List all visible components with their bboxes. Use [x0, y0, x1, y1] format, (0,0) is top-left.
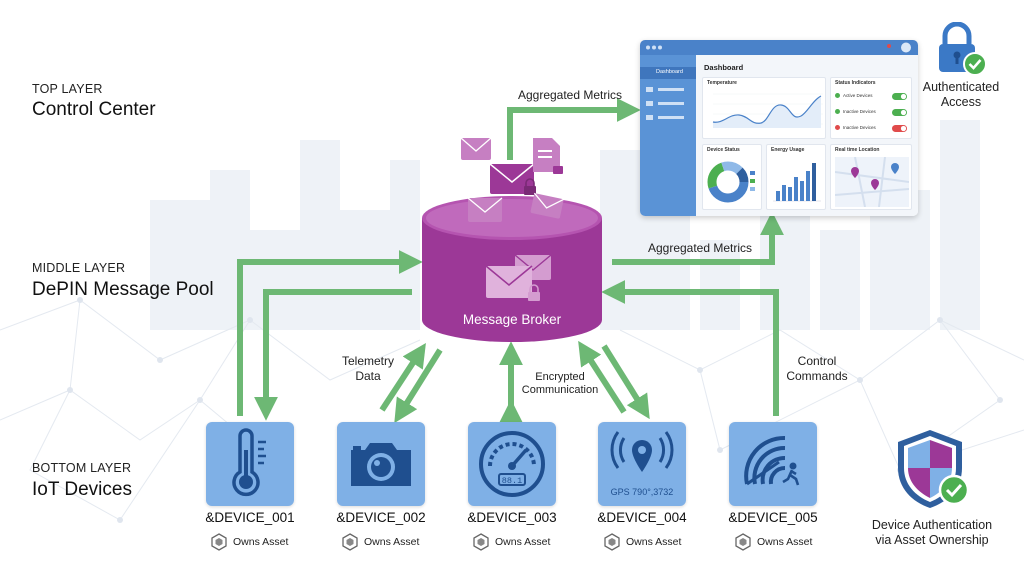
temperature-panel[interactable]: Temperature — [702, 77, 826, 139]
sidebar-item-dashboard-label: Dashboard — [656, 69, 683, 75]
arrow-device4-down — [601, 344, 650, 420]
middle-layer-tag: MIDDLE LAYER — [32, 261, 126, 275]
device-005-name: &DEVICE_005 — [728, 510, 818, 525]
dashboard-title: Dashboard — [704, 63, 744, 72]
floating-messages-icon — [460, 137, 565, 222]
status-indicators-title: Status Indicators — [835, 80, 876, 86]
device-001-tile[interactable] — [206, 422, 294, 506]
device-001-owns-asset: Owns Asset — [210, 533, 288, 551]
arrow-device4-up — [578, 340, 627, 414]
device-status-donut — [707, 161, 755, 203]
location-title: Real time Location — [835, 147, 880, 153]
energy-usage-title: Energy Usage — [771, 147, 805, 153]
broker-envelopes-icon — [485, 254, 552, 301]
aggregated-metrics-mid-label: Aggregated Metrics — [647, 241, 753, 255]
device-004-tile[interactable]: GPS 790°,3732 — [598, 422, 686, 506]
asset-hexagon-icon — [473, 533, 489, 551]
energy-usage-panel[interactable]: Energy Usage — [766, 144, 826, 210]
device-005-owns-asset: Owns Asset — [734, 533, 812, 551]
arrow-broker-to-dashboard — [507, 98, 641, 160]
motion-sensor-icon — [744, 435, 800, 486]
device-003-owns-asset: Owns Asset — [472, 533, 550, 551]
temperature-title: Temperature — [707, 80, 737, 86]
device-001-name: &DEVICE_001 — [205, 510, 295, 525]
device-005-tile[interactable] — [729, 422, 817, 506]
status-row-active: Active Devices — [835, 93, 873, 98]
arrow-device2-down — [394, 348, 443, 424]
status-row-inactive-1: Inactive Devices — [835, 109, 876, 114]
asset-hexagon-icon — [342, 533, 358, 551]
dashboard-sidebar — [640, 55, 696, 216]
gps-icon: GPS 790°,3732 — [610, 431, 674, 497]
bottom-layer-tag: BOTTOM LAYER — [32, 461, 132, 475]
arrow-device2-up — [379, 342, 426, 412]
broker-label: Message Broker — [462, 312, 562, 327]
dashboard-titlebar — [640, 40, 918, 55]
asset-hexagon-icon — [735, 533, 751, 551]
padlock-check-icon — [939, 22, 987, 76]
arrow-device1-to-broker — [237, 250, 423, 416]
energy-bar-chart — [773, 163, 821, 202]
control-dashboard[interactable]: Dashboard Dashboard Temperature Status I… — [640, 40, 918, 216]
thermometer-icon — [232, 428, 266, 497]
shield-check-icon — [898, 430, 970, 508]
status-row-inactive-2: Inactive Devices — [835, 125, 876, 130]
top-layer-name: Control Center — [32, 99, 156, 120]
status-toggles[interactable] — [891, 92, 909, 134]
gps-readout: GPS 790°,3732 — [611, 487, 674, 497]
location-map — [835, 157, 909, 207]
asset-hexagon-icon — [604, 533, 620, 551]
sidebar-item-dashboard[interactable] — [640, 67, 696, 79]
bottom-layer-name: IoT Devices — [32, 479, 132, 500]
arrow-metrics-to-dashboard — [612, 211, 784, 265]
device-002-owns-asset: Owns Asset — [341, 533, 419, 551]
device-status-title: Device Status — [707, 147, 740, 153]
device-status-panel[interactable]: Device Status — [702, 144, 762, 210]
asset-hexagon-icon — [211, 533, 227, 551]
aggregated-metrics-top-label: Aggregated Metrics — [517, 88, 623, 102]
device-002-name: &DEVICE_002 — [336, 510, 426, 525]
meter-icon: 88.1 — [479, 431, 545, 497]
device-003-tile[interactable]: 88.1 — [468, 422, 556, 506]
camera-icon — [351, 443, 411, 486]
meter-readout: 88.1 — [502, 476, 522, 486]
device-002-tile[interactable] — [337, 422, 425, 506]
arrow-broker-to-device1 — [254, 289, 412, 421]
device-004-owns-asset: Owns Asset — [603, 533, 681, 551]
middle-layer-name: DePIN Message Pool — [32, 279, 214, 300]
location-panel[interactable]: Real time Location — [830, 144, 912, 210]
status-indicators-panel[interactable]: Status Indicators Active Devices Inactiv… — [830, 77, 912, 139]
device-003-name: &DEVICE_003 — [467, 510, 557, 525]
top-layer-tag: TOP LAYER — [32, 82, 103, 96]
temperature-line-chart — [712, 93, 823, 128]
arrow-device5-to-broker — [601, 280, 779, 416]
device-004-name: &DEVICE_004 — [597, 510, 687, 525]
